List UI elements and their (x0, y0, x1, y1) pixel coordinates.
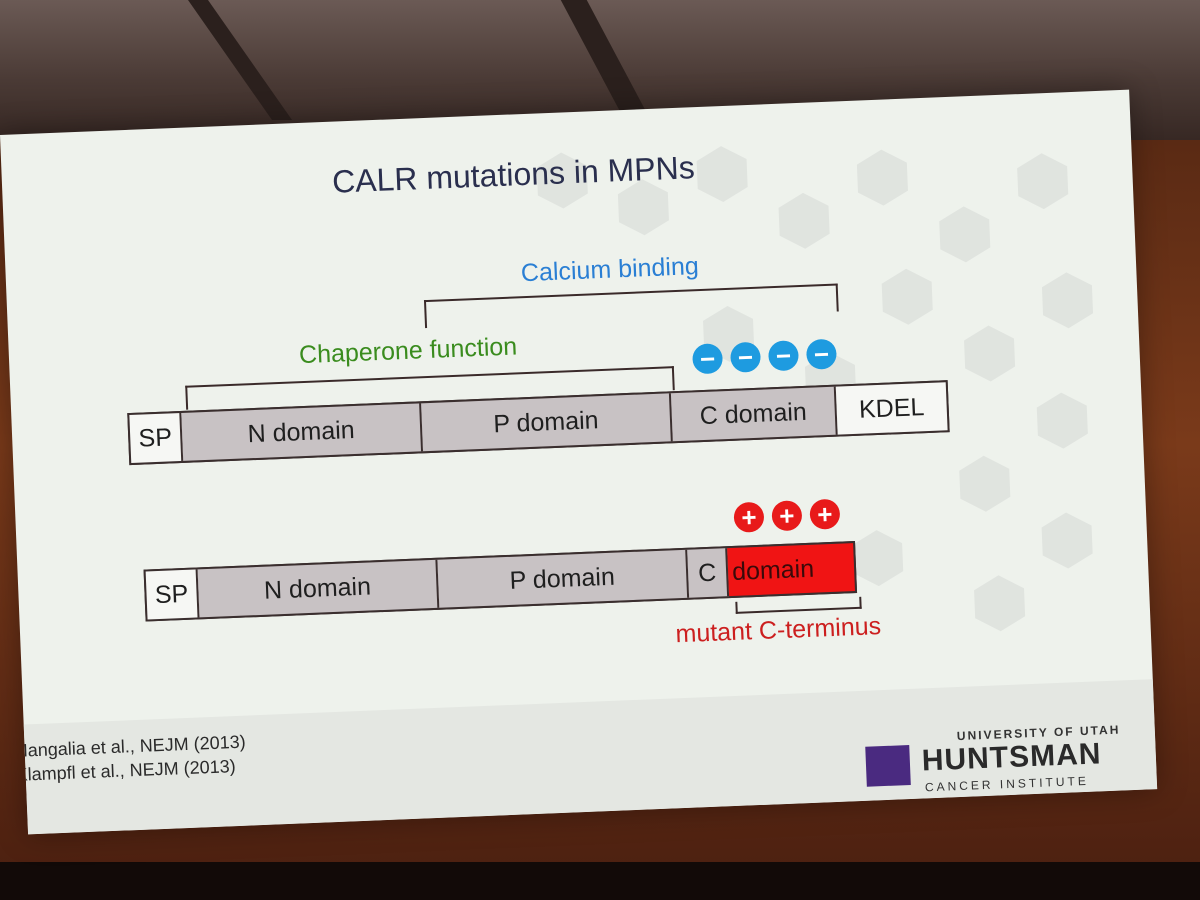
ceiling-beam (187, 0, 293, 120)
p-domain-segment: P domain (421, 393, 673, 452)
hexagon-pattern (536, 146, 1094, 632)
p-domain-segment: P domain (437, 549, 690, 608)
huntsman-logo-icon (865, 745, 911, 787)
c-segment: C (687, 548, 730, 598)
ceiling-beam (560, 0, 646, 110)
projection-screen: CALR mutations in MPNs Calcium binding C… (0, 89, 1158, 835)
sp-segment: SP (129, 412, 184, 463)
minus-icon: − (805, 338, 838, 370)
plus-icon: + (733, 501, 765, 533)
mutant-domain-segment: domain (727, 543, 855, 597)
sp-segment: SP (145, 569, 200, 620)
n-domain-segment: N domain (181, 403, 424, 461)
minus-icon: − (729, 341, 762, 373)
positive-charges: + + + (733, 498, 841, 533)
room-floor (0, 862, 1200, 900)
logo-name: HUNTSMAN (921, 737, 1103, 778)
plus-icon: + (809, 498, 841, 530)
minus-icon: − (767, 340, 800, 372)
huntsman-logo: UNIVERSITY OF UTAH HUNTSMAN CANCER INSTI… (865, 723, 1121, 803)
kdel-segment: KDEL (835, 382, 948, 435)
negative-charges: − − − − (691, 338, 838, 375)
plus-icon: + (771, 500, 803, 532)
minus-icon: − (691, 343, 724, 375)
n-domain-segment: N domain (197, 559, 440, 618)
c-domain-segment: C domain (670, 386, 838, 442)
